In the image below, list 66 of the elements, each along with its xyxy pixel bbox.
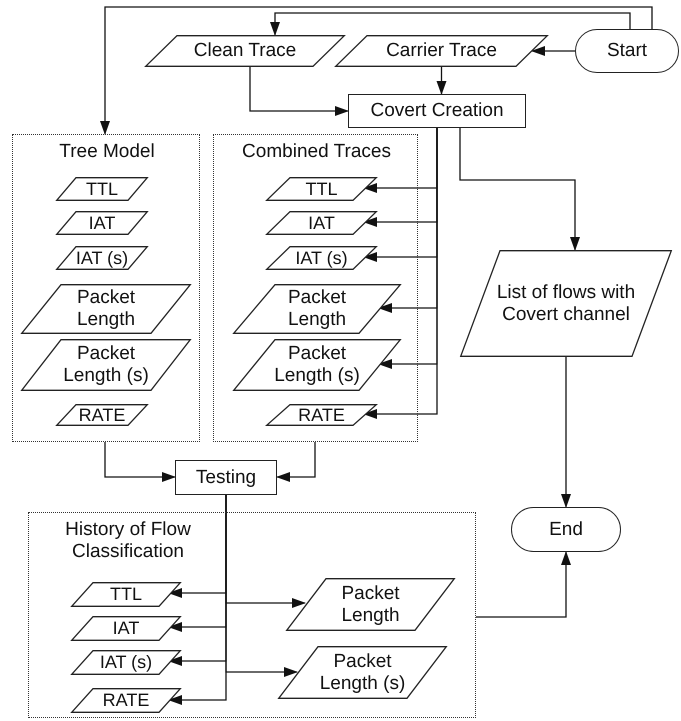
shape-label: TTL <box>110 584 142 605</box>
group-heading: Combined Traces <box>241 141 392 163</box>
shape-label: RATE <box>102 690 150 711</box>
dotted-group-panel <box>213 134 418 442</box>
data-parallelogram <box>21 284 191 334</box>
data-parallelogram <box>56 211 148 235</box>
arrow <box>276 442 316 482</box>
arrow <box>225 495 298 677</box>
process-box <box>175 460 277 495</box>
shape-label: Packet Length (s) <box>62 343 150 387</box>
data-parallelogram <box>56 177 148 201</box>
data-parallelogram <box>71 650 181 675</box>
shape-label: Clean Trace <box>194 40 296 62</box>
data-parallelogram <box>335 35 548 67</box>
group-heading: Tree Model <box>58 141 156 163</box>
shape-label: Packet Length <box>76 287 136 331</box>
data-parallelogram <box>233 339 401 391</box>
shape-label: Carrier Trace <box>386 40 497 62</box>
data-parallelogram <box>145 35 345 67</box>
data-parallelogram <box>266 246 377 270</box>
shape-label: IAT (s) <box>76 248 128 268</box>
arrow <box>363 128 438 419</box>
shape-label: IAT (s) <box>295 248 348 268</box>
data-parallelogram <box>266 211 377 235</box>
shape-label: RATE <box>78 404 126 426</box>
shape-label: End <box>549 518 583 540</box>
arrow <box>476 551 571 618</box>
shape-label: TTL <box>86 178 118 200</box>
dotted-group-panel <box>28 512 476 718</box>
shape-label: Start <box>606 40 648 62</box>
shape-label: Packet Length (s) <box>318 650 406 694</box>
arrow <box>531 46 575 56</box>
arrow <box>100 6 653 135</box>
group-heading: History of Flow Classification <box>64 519 192 563</box>
data-parallelogram <box>71 688 181 713</box>
data-parallelogram <box>21 339 191 391</box>
data-parallelogram <box>71 616 181 641</box>
shape-label: Packet Length <box>286 287 348 331</box>
data-parallelogram <box>266 404 377 426</box>
arrow <box>249 67 349 116</box>
arrow <box>270 12 631 36</box>
shape-label: IAT <box>88 212 116 234</box>
shape-label: IAT <box>308 212 335 234</box>
shape-label: RATE <box>298 404 345 426</box>
dotted-group-panel <box>12 134 200 442</box>
data-parallelogram <box>278 646 447 699</box>
data-parallelogram <box>266 177 377 201</box>
shape-label: TTL <box>305 178 338 200</box>
shape-label: Packet Length (s) <box>273 343 361 387</box>
data-parallelogram <box>56 404 148 426</box>
arrow <box>561 357 571 508</box>
shape-label: Packet Length <box>340 582 401 626</box>
shape-label: IAT <box>112 618 140 639</box>
data-parallelogram <box>56 246 148 270</box>
arrow <box>104 442 176 482</box>
data-parallelogram <box>460 250 672 357</box>
data-parallelogram <box>233 284 401 334</box>
shape-label: Testing <box>196 466 256 488</box>
arrow <box>459 128 580 251</box>
shape-label: List of flows with Covert channel <box>496 282 636 326</box>
shape-label: IAT (s) <box>100 652 152 673</box>
process-box <box>348 94 526 128</box>
data-parallelogram <box>286 578 455 631</box>
shape-label: Covert Creation <box>370 100 504 122</box>
data-parallelogram <box>71 582 181 607</box>
arrow <box>436 67 446 95</box>
